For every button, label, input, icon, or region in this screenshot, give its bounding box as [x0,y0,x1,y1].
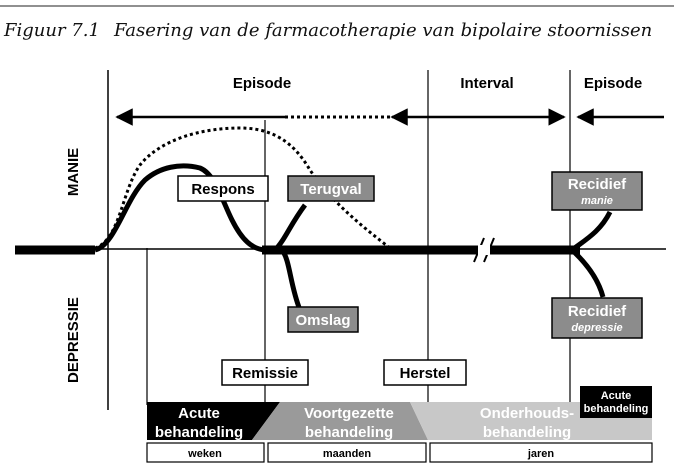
timescale [146,442,653,463]
phase-onderhouds-line1: Onderhouds- [480,405,574,422]
timescale-maanden-box [267,442,427,463]
phase-voortgezette-line1: Voortgezette [304,405,394,422]
terugval-box: Terugval [287,175,375,202]
recidief-manie-box: Recidief manie [551,171,643,211]
recidief-depressie-branch [570,248,606,298]
axis-label-depressie: DEPRESSIE [65,297,82,383]
phase-acute-2-line1: Acute [601,390,632,402]
axis-break-gap [478,245,490,255]
recidief-depressie-box: Recidief depressie [551,297,643,339]
phase-onderhouds-line2: behandeling [483,424,571,441]
untreated-course-curve [94,126,391,250]
recidief-depressie-label: Recidief [568,303,627,320]
omslag-branch [279,248,303,311]
timescale-weken-box [146,442,265,463]
header-episode-2: Episode [584,75,642,92]
recidief-depressie-sub: depressie [571,322,622,334]
header-interval: Interval [460,75,513,92]
phase-band-acute [147,402,280,440]
timescale-weken: weken [187,448,222,460]
herstel-box: Herstel [383,359,467,386]
figure-title: Fasering van de farmacotherapie van bipo… [113,20,652,41]
terugval-branch [273,203,308,252]
treated-course-curve [94,163,266,253]
herstel-label: Herstel [400,365,451,382]
respons-box: Respons [177,175,269,202]
timescale-maanden: maanden [323,448,372,460]
terugval-label: Terugval [300,181,361,198]
phase-bands [147,386,652,440]
phase-acute-line1: Acute [178,405,220,422]
phase-band-acute-2 [580,386,652,418]
axis-label-manie: MANIE [65,148,82,196]
phase-acute-line2: behandeling [155,424,243,441]
header-episode-1: Episode [233,75,291,92]
phase-band-onderhouds [410,402,652,440]
remissie-label: Remissie [232,365,298,382]
timescale-jaren: jaren [527,448,555,460]
respons-label: Respons [191,181,254,198]
phase-band-voortgezette [252,402,428,440]
recidief-manie-label: Recidief [568,176,627,193]
phase-acute-2-line2: behandeling [584,403,649,415]
timescale-jaren-box [429,442,653,463]
omslag-box: Omslag [287,306,359,333]
phase-voortgezette-line2: behandeling [305,424,393,441]
omslag-label: Omslag [295,312,350,329]
recidief-manie-branch [570,210,613,252]
figure-label: Figuur 7.1 [3,20,100,41]
recidief-manie-sub: manie [581,195,613,207]
remissie-box: Remissie [221,359,309,386]
